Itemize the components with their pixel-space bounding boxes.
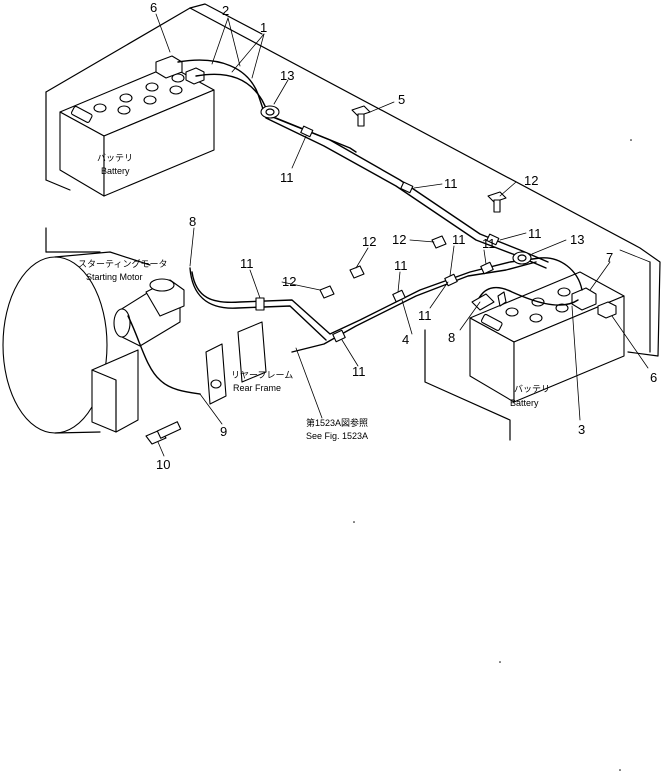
callout-11-mid-a: 11 xyxy=(394,258,408,273)
callout-11-upper-left: 11 xyxy=(280,170,294,185)
callout-9: 9 xyxy=(220,424,227,439)
callout-11-mid-b: 11 xyxy=(452,232,466,247)
figure-reference: 第1523A図参照 See Fig. 1523A xyxy=(295,347,368,441)
battery-left-label-jp: バッテリ xyxy=(97,153,133,163)
callout-11-upper-mid: 11 xyxy=(444,176,458,191)
cable-clips xyxy=(255,125,500,343)
see-fig-label-jp: 第1523A図参照 xyxy=(306,417,368,428)
callout-11-mid-c: 11 xyxy=(482,236,496,251)
callout-6-left: 6 xyxy=(150,0,157,15)
callout-5: 5 xyxy=(398,92,405,107)
rear-frame-label-jp: リヤーフレーム xyxy=(231,370,293,380)
callout-6-right: 6 xyxy=(650,370,657,385)
starting-motor-label-en: Starting Motor xyxy=(86,272,143,282)
callout-11-upper-right: 11 xyxy=(528,226,542,241)
see-fig-label-en: See Fig. 1523A xyxy=(306,431,368,441)
battery-right: バッテリ Battery xyxy=(469,271,625,408)
callout-1: 1 xyxy=(260,20,267,35)
terminal-cover-left xyxy=(155,55,205,85)
callout-12-right: 12 xyxy=(392,232,406,247)
callout-11-lower: 11 xyxy=(352,364,366,379)
starting-motor-label-jp: スターティングモータ xyxy=(78,258,167,269)
callout-numbers: 6 2 1 13 5 11 11 12 11 13 8 11 12 12 12 … xyxy=(150,0,657,472)
callout-3: 3 xyxy=(578,422,585,437)
callout-10: 10 xyxy=(156,457,170,472)
battery-left-label-en: Battery xyxy=(101,166,130,176)
callout-12-lower-left: 12 xyxy=(282,274,296,289)
machine-body-outline xyxy=(45,3,661,441)
bolts xyxy=(145,105,507,445)
battery-right-label-jp: バッテリ xyxy=(514,384,550,394)
callout-7: 7 xyxy=(606,250,613,265)
callout-4: 4 xyxy=(402,332,409,347)
callout-11-lower-mid: 11 xyxy=(418,308,432,323)
callout-13-lower: 13 xyxy=(570,232,584,247)
starting-motor-label: スターティングモータ Starting Motor xyxy=(78,258,167,282)
upper-cable-harness xyxy=(177,59,549,269)
terminal-cover-right xyxy=(571,287,617,319)
leader-lines xyxy=(155,13,649,457)
scan-specks xyxy=(353,139,632,771)
callout-2: 2 xyxy=(222,3,229,18)
battery-left: バッテリ Battery xyxy=(59,65,215,197)
callout-13-upper: 13 xyxy=(280,68,294,83)
lower-cable-harness xyxy=(127,257,583,395)
callout-12-upper: 12 xyxy=(524,173,538,188)
rear-frame-label-en: Rear Frame xyxy=(233,383,281,393)
callout-8-left: 8 xyxy=(189,214,196,229)
callout-12-mid: 12 xyxy=(362,234,376,249)
rear-frame: リヤーフレーム Rear Frame xyxy=(205,321,293,405)
callout-11-motor: 11 xyxy=(240,256,254,271)
callout-8-right: 8 xyxy=(448,330,455,345)
grommets xyxy=(260,105,532,265)
battery-right-label-en: Battery xyxy=(510,398,539,408)
frame-bracket xyxy=(91,349,139,433)
